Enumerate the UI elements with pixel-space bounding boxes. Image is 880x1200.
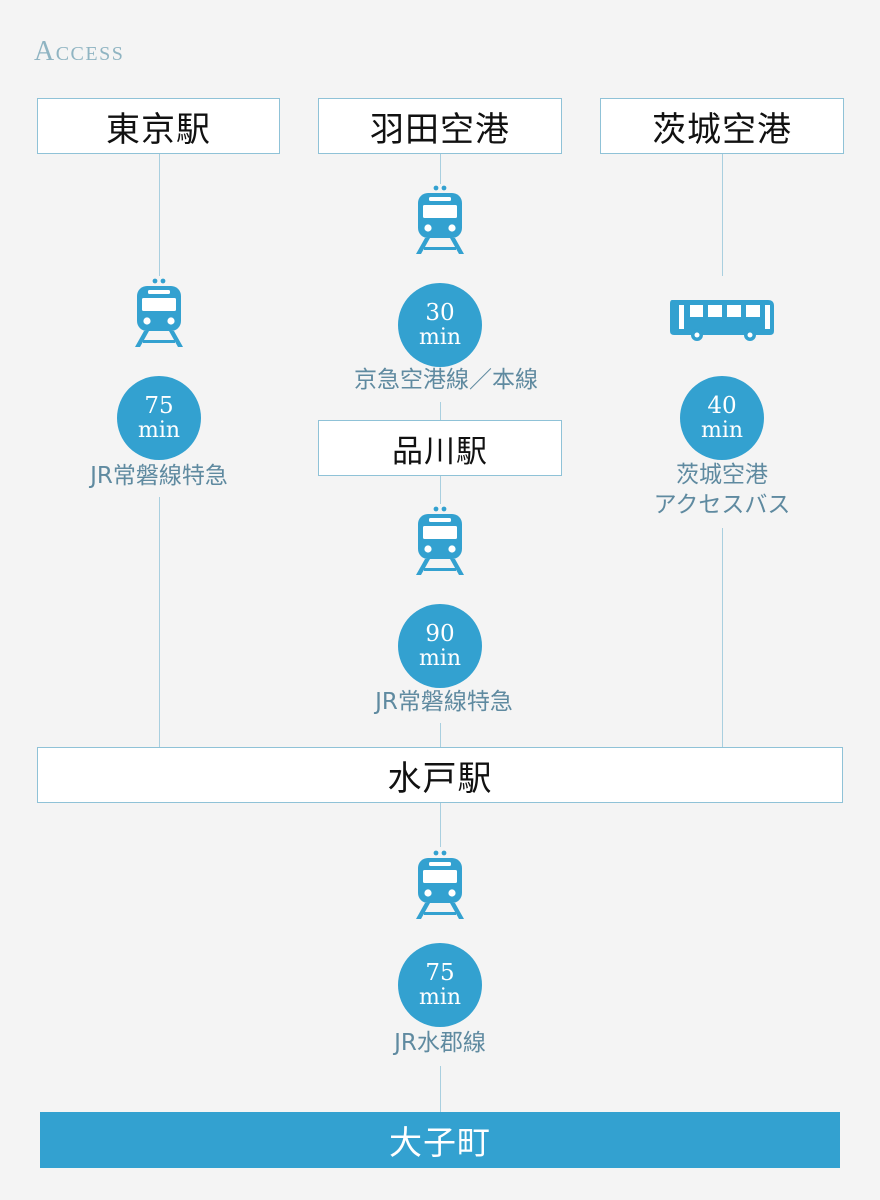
connector-line-haneda-top — [440, 154, 441, 184]
duration-unit: min — [418, 645, 462, 671]
transfer-shinagawa-station: 品川駅 — [318, 420, 562, 476]
duration-value: 75 — [144, 393, 174, 420]
origin-haneda-airport: 羽田空港 — [318, 98, 562, 154]
duration-unit: min — [137, 417, 181, 443]
route-label-line-2: アクセスバス — [653, 491, 791, 518]
connector-line-haneda-shinagawa — [440, 402, 441, 420]
train-icon — [135, 278, 183, 347]
origin-ibaraki-airport: 茨城空港 — [600, 98, 844, 154]
duration-value: 30 — [425, 300, 455, 327]
duration-badge-ibaraki-mito: 40 min — [680, 376, 764, 460]
duration-badge-haneda-shinagawa: 30 min — [398, 283, 482, 367]
route-label-shinagawa-mito: JR常磐線特急 — [375, 689, 513, 715]
connector-line-mito-bottom — [440, 803, 441, 847]
train-icon — [416, 185, 464, 254]
duration-badge-tokyo-mito: 75 min — [117, 376, 201, 460]
connector-line-shinagawa-mito — [440, 723, 441, 747]
duration-unit: min — [418, 984, 462, 1010]
connector-line-tokyo-top — [159, 154, 160, 276]
route-label-haneda-shinagawa: 京急空港線／本線 — [354, 367, 538, 393]
route-label-ibaraki-mito: 茨城空港 アクセスバス — [654, 461, 791, 521]
connector-line-ibaraki-bottom — [722, 528, 723, 747]
connector-line-ibaraki-top — [722, 154, 723, 276]
train-icon — [416, 850, 464, 919]
access-heading: Access — [34, 36, 125, 67]
duration-value: 40 — [707, 393, 737, 420]
duration-badge-mito-daigo: 75 min — [398, 943, 482, 1027]
origin-tokyo-station: 東京駅 — [37, 98, 280, 154]
connector-line-daigo-top — [440, 1066, 441, 1112]
duration-unit: min — [700, 417, 744, 443]
duration-unit: min — [418, 324, 462, 350]
route-label-line-1: 茨城空港 — [675, 462, 768, 488]
train-icon — [416, 506, 464, 575]
route-label-mito-daigo: JR水郡線 — [394, 1030, 486, 1056]
bus-icon — [670, 300, 774, 341]
hub-mito-station: 水戸駅 — [37, 747, 843, 803]
duration-value: 90 — [425, 621, 455, 648]
duration-value: 75 — [425, 960, 455, 987]
destination-daigo-town: 大子町 — [40, 1112, 840, 1168]
duration-badge-shinagawa-mito: 90 min — [398, 604, 482, 688]
route-label-tokyo-mito: JR常磐線特急 — [90, 463, 228, 489]
connector-line-tokyo-bottom — [159, 497, 160, 747]
connector-line-shinagawa-bottom — [440, 476, 441, 504]
